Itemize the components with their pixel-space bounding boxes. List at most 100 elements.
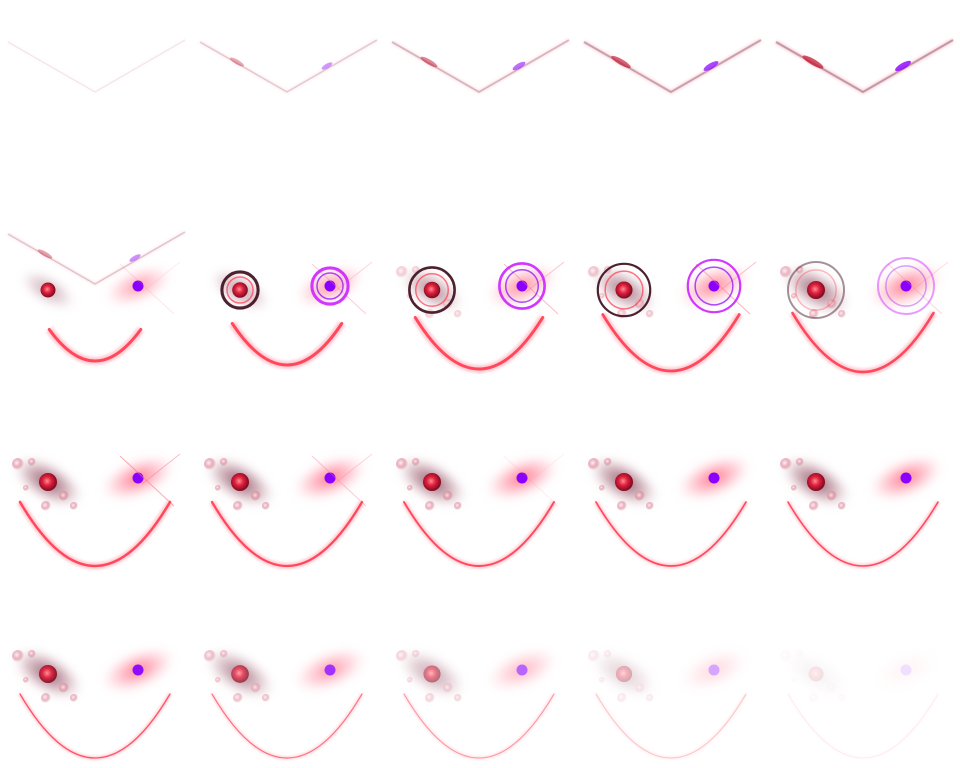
left-eye-ring-inner — [795, 269, 837, 311]
flare-line — [695, 263, 751, 315]
sprite-frame — [780, 257, 949, 376]
left-eye-orb — [615, 281, 633, 299]
face-group — [203, 646, 368, 760]
right-eye-pupil — [324, 664, 336, 676]
left-eye-orb — [231, 665, 249, 683]
smoke-puff — [646, 502, 654, 510]
left-eye-orb — [423, 665, 441, 683]
flare-line — [311, 263, 367, 315]
smile-arc — [403, 693, 555, 759]
smile-arc — [791, 311, 935, 374]
right-eye-pupil — [708, 472, 720, 484]
right-eye-pupil — [516, 472, 528, 484]
smoke-puff — [635, 299, 645, 309]
streak-glow — [199, 38, 378, 94]
face-group — [588, 647, 751, 760]
streak-line — [391, 39, 570, 93]
left-eye-ring-inner — [414, 272, 450, 308]
right-eye-spark — [512, 61, 526, 71]
right-eye-ring — [877, 257, 935, 315]
smoke-puff — [251, 491, 261, 501]
streak-glow — [775, 38, 955, 95]
smoke-puff — [809, 309, 819, 319]
smoke-puff — [809, 501, 819, 511]
smoke-puff — [827, 491, 837, 501]
left-eye-orb — [40, 282, 56, 298]
smile-arc — [403, 501, 555, 567]
smoke-puff — [838, 502, 846, 510]
flare-line — [525, 261, 565, 293]
flare-line — [887, 263, 943, 315]
smoke-puff — [617, 693, 627, 703]
left-eye-spark — [802, 55, 824, 69]
right-eye-pupil — [900, 472, 912, 484]
left-eye-orb — [808, 666, 824, 682]
flare-line — [333, 261, 373, 293]
right-eye-glow — [871, 648, 941, 692]
right-eye-spark — [129, 254, 141, 262]
face-group — [395, 453, 565, 569]
smoke-puff — [41, 501, 51, 511]
smoke-puff — [617, 501, 627, 511]
right-eye-pupil — [516, 280, 528, 292]
smile-arc — [230, 322, 344, 367]
right-eye-ring — [310, 266, 350, 306]
right-eye-pupil — [132, 472, 144, 484]
sprite-frame — [391, 38, 570, 94]
smoke-puff — [838, 310, 846, 318]
left-eye-spark — [611, 55, 631, 69]
smoke-puff — [588, 458, 600, 470]
right-eye-pupil — [900, 280, 912, 292]
smoke-puff — [796, 458, 804, 466]
left-eye-orb — [615, 665, 633, 683]
smoke-puff — [262, 694, 270, 702]
face-group — [203, 453, 373, 570]
right-eye-ring — [498, 262, 546, 310]
smoke-puff — [791, 677, 797, 683]
streak-glow — [391, 38, 570, 94]
smile-arc — [211, 693, 363, 759]
streak-glow — [7, 230, 186, 286]
right-eye-spark — [703, 61, 719, 71]
face-group — [780, 257, 949, 376]
left-eye-orb — [615, 473, 633, 491]
smoke-puff — [233, 693, 243, 703]
smoke-puff — [588, 266, 600, 278]
sprite-frame — [587, 454, 752, 569]
smoke-puff — [407, 485, 413, 491]
smoke-puff — [780, 458, 792, 470]
smoke-puff — [780, 266, 792, 278]
sprite-frame — [395, 453, 565, 569]
smile-arc — [18, 500, 172, 568]
smoke-puff — [23, 485, 29, 491]
face-group — [588, 258, 757, 375]
left-eye-orb — [807, 473, 825, 491]
right-eye-spark — [321, 62, 333, 70]
left-eye-spark — [229, 57, 245, 67]
sprite-frame — [11, 646, 176, 760]
smoke-puff — [635, 683, 645, 693]
face-group — [587, 454, 752, 569]
smoke-puff — [425, 501, 435, 511]
smoke-puff — [59, 683, 69, 693]
smoke-puff — [425, 309, 435, 319]
smoke-puff — [23, 677, 29, 683]
flare-line — [119, 455, 175, 507]
right-eye-pupil — [132, 280, 144, 292]
smoke-puff — [396, 650, 408, 662]
smoke-puff — [827, 299, 837, 309]
left-eye-ring — [220, 270, 260, 310]
flare-line — [909, 261, 949, 293]
frames-layer — [7, 38, 955, 760]
left-eye-ring — [408, 266, 456, 314]
right-eye-ring-inner — [885, 265, 927, 307]
smoke-puff — [28, 458, 36, 466]
streak-glow — [583, 38, 762, 95]
face-group — [779, 454, 944, 569]
smoke-puff — [412, 458, 420, 466]
smoke-puff — [215, 677, 221, 683]
flare-line — [141, 261, 181, 293]
smoke-puff — [617, 309, 627, 319]
left-eye-orb — [423, 281, 441, 299]
left-eye-orb — [232, 282, 248, 298]
